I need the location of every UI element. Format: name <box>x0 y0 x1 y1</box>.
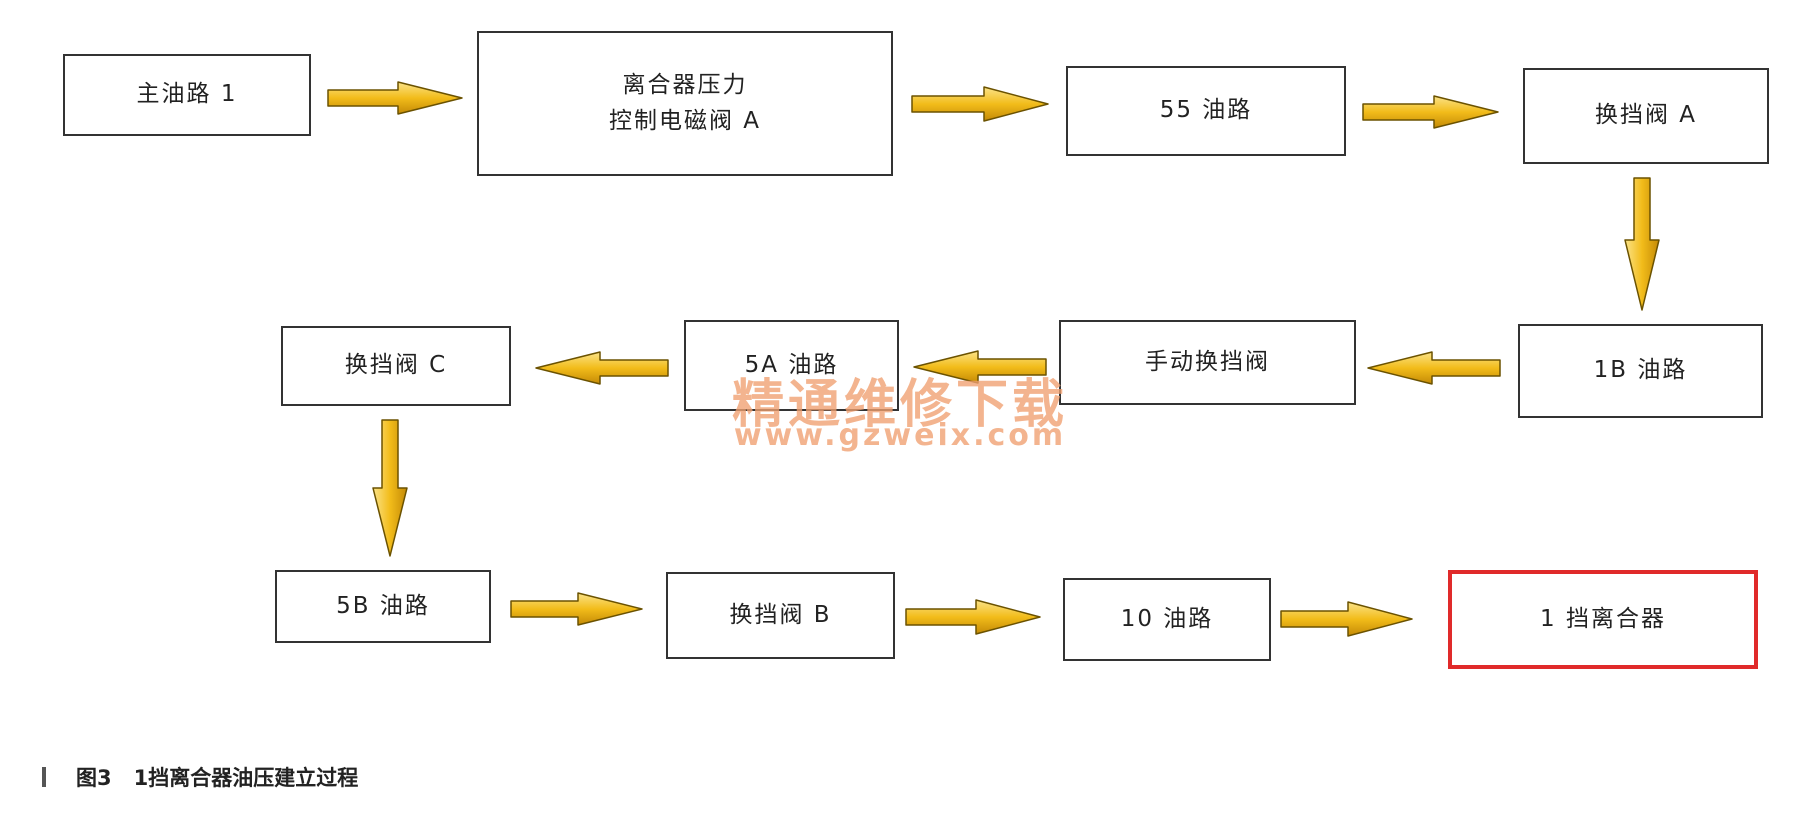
node-label: 1 挡离合器 <box>1540 605 1666 632</box>
node-shift-valve-b: 换挡阀 B <box>666 572 895 659</box>
node-main-oil-line-1: 主油路 1 <box>63 54 311 136</box>
node-label: 5B 油路 <box>336 592 430 619</box>
node-label: 换挡阀 C <box>344 352 448 379</box>
node-oil-line-5b: 5B 油路 <box>275 570 491 643</box>
watermark-name: 精通维修下载 <box>731 375 1068 435</box>
node-clutch-pressure-solenoid-a: 离合器压力 控制电磁阀 A <box>477 31 893 176</box>
node-label: 换挡阀 B <box>729 601 832 628</box>
node-label: 换挡阀 A <box>1594 102 1698 129</box>
node-label: 主油路 1 <box>136 81 238 108</box>
arrow-solenoid-to-55 <box>911 86 1049 122</box>
arrow-shift-c-to-5b <box>372 419 408 557</box>
arrow-5b-to-shift-b <box>510 592 643 626</box>
arrow-5a-to-shift-c <box>535 351 669 385</box>
node-first-gear-clutch: 1 挡离合器 <box>1448 570 1758 669</box>
node-oil-line-5a: 5A 油路 <box>684 320 899 411</box>
node-oil-line-55: 55 油路 <box>1066 66 1346 156</box>
node-label-line-1: 离合器压力 <box>622 71 748 98</box>
watermark-url: www.gzweix.com <box>733 418 1067 453</box>
arrow-1b-to-manual-valve <box>1367 351 1501 385</box>
node-shift-valve-c: 换挡阀 C <box>281 326 511 406</box>
arrow-shift-a-to-1b <box>1624 177 1660 311</box>
figure-caption: 图3 1挡离合器油压建立过程 <box>42 762 358 792</box>
node-oil-line-10: 10 油路 <box>1063 578 1271 661</box>
figure-number: 图3 <box>76 766 112 790</box>
node-label-line-2: 控制电磁阀 A <box>608 107 762 134</box>
arrow-shift-b-to-10 <box>905 599 1041 635</box>
node-manual-shift-valve: 手动换挡阀 <box>1059 320 1356 405</box>
node-label: 手动换挡阀 <box>1145 348 1270 375</box>
figure-title: 1挡离合器油压建立过程 <box>133 766 359 790</box>
node-label: 1B 油路 <box>1593 357 1688 384</box>
arrow-manual-valve-to-5a <box>913 350 1047 384</box>
arrow-main-to-solenoid <box>327 81 463 115</box>
node-label: 5A 油路 <box>744 351 839 378</box>
node-label: 55 油路 <box>1159 97 1253 124</box>
node-oil-line-1b: 1B 油路 <box>1518 324 1763 418</box>
arrow-10-to-first-gear-clutch <box>1280 601 1413 637</box>
arrow-55-to-shift-a <box>1362 95 1499 129</box>
caption-marker <box>42 767 46 787</box>
node-shift-valve-a: 换挡阀 A <box>1523 68 1769 164</box>
node-label: 10 油路 <box>1120 605 1214 632</box>
